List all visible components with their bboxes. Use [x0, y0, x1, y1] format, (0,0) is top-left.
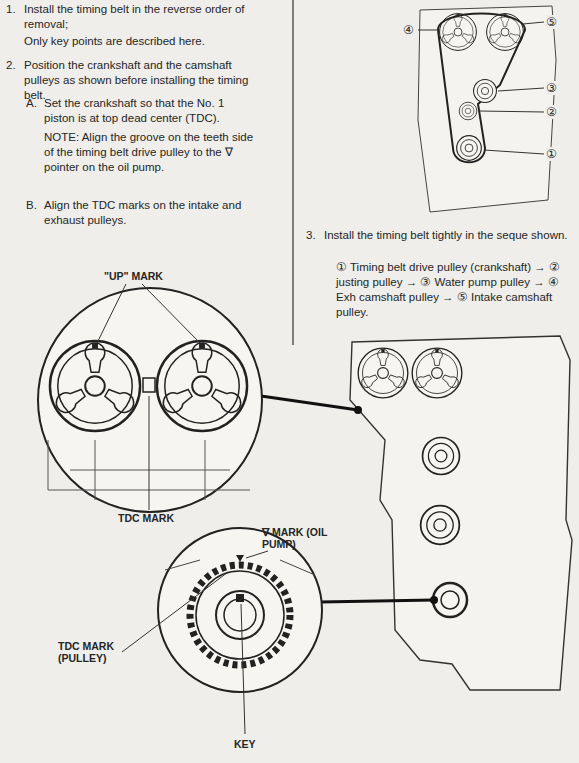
part-label: ∇ MARK (OIL PUMP)	[262, 526, 338, 550]
instruction-text: Position the crankshaft and the camshaft…	[24, 58, 250, 103]
callout-number: ③	[546, 81, 557, 95]
callout-number: ①	[546, 147, 557, 161]
step-number: 2.	[6, 58, 16, 73]
instruction-text: Install the timing belt tightly in the s…	[324, 228, 574, 243]
part-label: "UP" MARK	[104, 270, 163, 282]
instruction-text: Install the timing belt in the reverse o…	[24, 2, 246, 32]
instruction-text: Set the crankshaft so that the No. 1 pis…	[44, 96, 254, 126]
instruction-text: Align the TDC marks on the intake and ex…	[44, 198, 254, 228]
step-number: 1.	[6, 2, 16, 17]
callout-number: ②	[546, 105, 557, 119]
step-letter: B.	[26, 198, 37, 213]
step-letter: A.	[26, 96, 37, 111]
instruction-text: Only key points are described here.	[24, 34, 246, 49]
part-label: KEY	[234, 738, 256, 750]
part-label: TDC MARK (PULLEY)	[58, 640, 134, 664]
step-number: 3.	[306, 228, 316, 243]
callout-number: ⑤	[546, 15, 557, 29]
sequence-text: ① Timing belt drive pulley (crankshaft) …	[336, 260, 574, 320]
part-label: TDC MARK	[118, 512, 174, 524]
note-text: NOTE: Align the groove on the teeth side…	[44, 130, 254, 175]
callout-number: ④	[403, 23, 414, 37]
